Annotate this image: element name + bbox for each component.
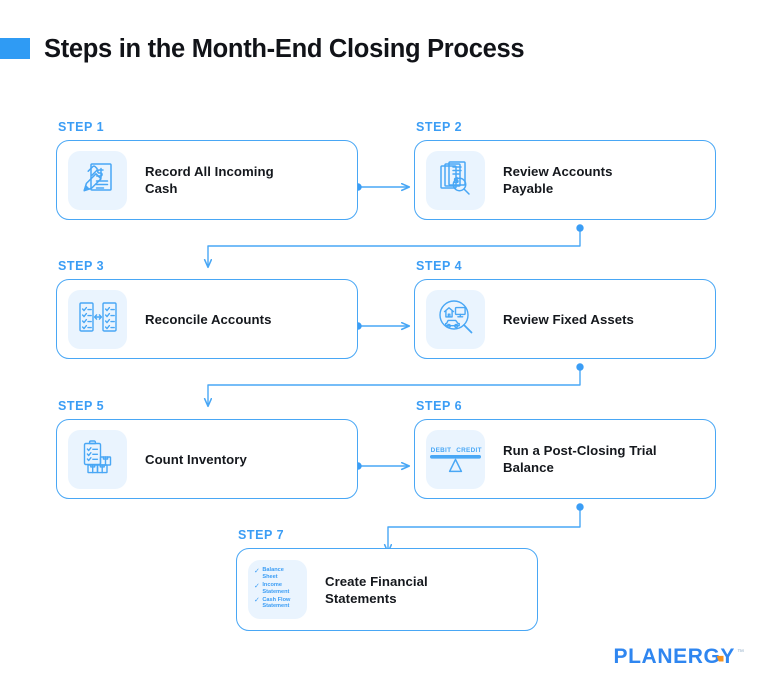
checklist-item: ✓ Balance Sheet <box>254 567 307 580</box>
step-card-2[interactable]: Review Accounts Payable <box>414 140 716 220</box>
icon-tile-6: DEBIT CREDIT <box>426 429 485 489</box>
step-label-2: STEP 2 <box>416 120 463 134</box>
page-title: Steps in the Month-End Closing Process <box>44 35 525 63</box>
step-title-4: Review Fixed Assets <box>503 311 634 327</box>
financial-statements-checklist-icon: ✓ Balance Sheet ✓ Income Statement ✓ Cas… <box>248 560 307 619</box>
debit-credit-scale-icon: DEBIT CREDIT <box>428 437 483 482</box>
planergy-logo: PLANERGY ™ <box>614 646 744 668</box>
icon-tile-2 <box>426 150 485 210</box>
checklist-item: ✓ Income Statement <box>254 582 307 595</box>
scale-credit-label: CREDIT <box>456 447 482 454</box>
invoice-pen-icon <box>79 159 117 202</box>
documents-magnifier-icon <box>437 159 475 202</box>
icon-tile-7: ✓ Balance Sheet ✓ Income Statement ✓ Cas… <box>248 560 307 619</box>
step-label-5: STEP 5 <box>58 399 105 413</box>
scale-debit-label: DEBIT <box>431 447 452 454</box>
step-card-6[interactable]: DEBIT CREDIT Run a Post-Closing Trial Ba… <box>414 419 716 499</box>
page-header: Steps in the Month-End Closing Process <box>0 28 768 72</box>
icon-tile-3 <box>68 289 127 349</box>
checklist-item-label: Income Statement <box>262 582 290 595</box>
checklist-item-label: Cash Flow Statement <box>262 596 291 610</box>
logo-wordmark-text: PLANERGY <box>613 645 735 668</box>
step-label-1: STEP 1 <box>58 120 105 134</box>
logo-trademark: ™ <box>737 649 744 656</box>
icon-tile-1 <box>68 150 127 210</box>
checklist-item: ✓ Cash Flow Statement <box>254 597 307 610</box>
check-icon: ✓ <box>254 597 260 605</box>
logo-wordmark: PLANERGY <box>614 646 735 668</box>
step-title-1: Record All Incoming Cash <box>145 164 274 196</box>
step-title-7: Create Financial Statements <box>325 573 428 606</box>
step-card-3[interactable]: Reconcile Accounts <box>56 279 358 359</box>
step-title-6: Run a Post-Closing Trial Balance <box>503 443 657 475</box>
check-icon: ✓ <box>254 567 260 575</box>
check-icon: ✓ <box>254 582 260 590</box>
step-card-5[interactable]: Count Inventory <box>56 419 358 499</box>
step-label-4: STEP 4 <box>416 259 463 273</box>
assets-magnifier-icon <box>437 298 475 341</box>
step-title-3: Reconcile Accounts <box>145 311 272 327</box>
two-checklists-arrows-icon <box>78 299 118 340</box>
accent-bar <box>0 38 30 59</box>
icon-tile-5 <box>68 429 127 489</box>
icon-tile-4 <box>426 289 485 349</box>
step-title-2: Review Accounts Payable <box>503 164 613 196</box>
step-label-7: STEP 7 <box>238 528 285 542</box>
checklist-item-label: Balance Sheet <box>262 567 284 580</box>
step-label-3: STEP 3 <box>58 259 105 273</box>
step-label-6: STEP 6 <box>416 399 463 413</box>
clipboard-boxes-icon <box>79 438 117 481</box>
step-card-7[interactable]: ✓ Balance Sheet ✓ Income Statement ✓ Cas… <box>236 548 538 631</box>
step-title-5: Count Inventory <box>145 451 247 467</box>
step-card-4[interactable]: Review Fixed Assets <box>414 279 716 359</box>
step-card-1[interactable]: Record All Incoming Cash <box>56 140 358 220</box>
